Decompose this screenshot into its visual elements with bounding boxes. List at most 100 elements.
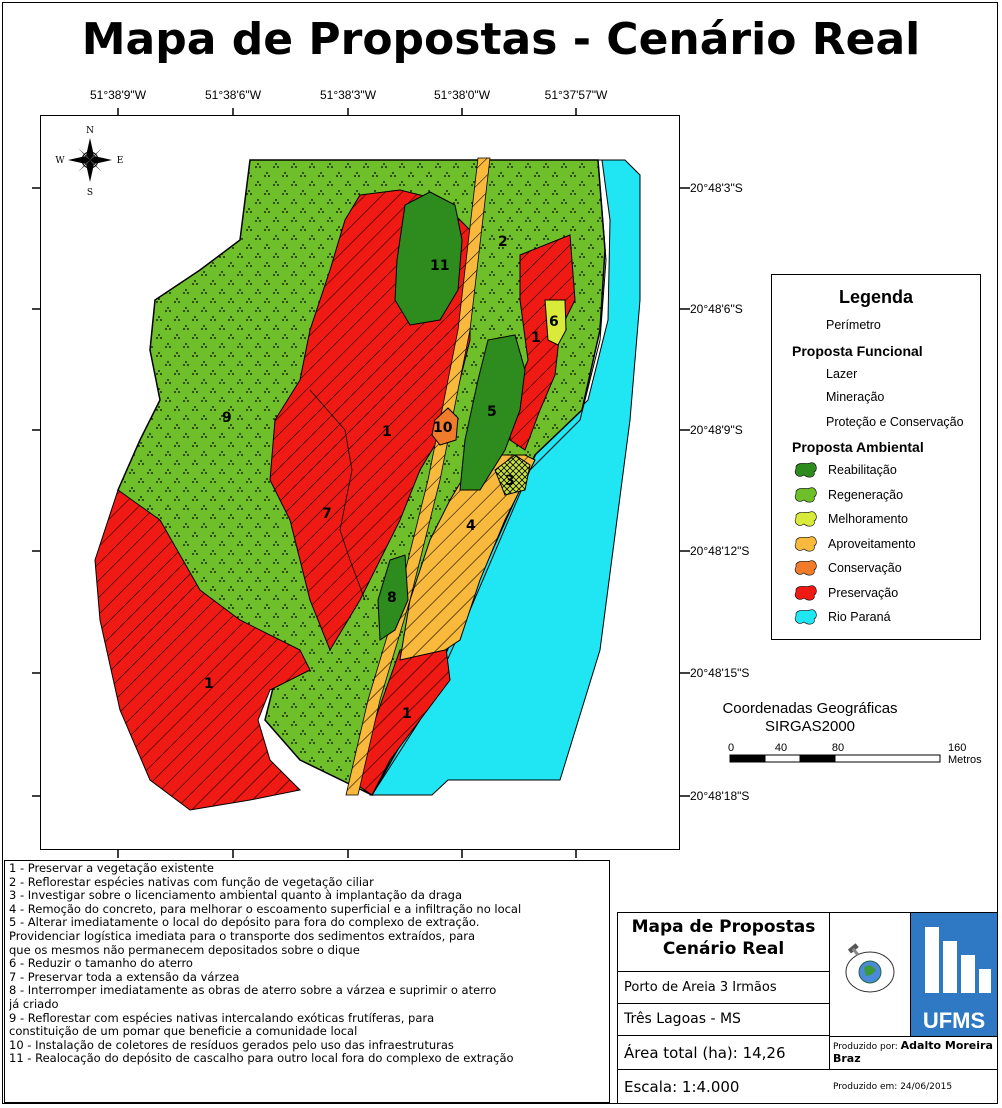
title-block-city: Três Lagoas - MS <box>624 1011 741 1027</box>
map-label: 11 <box>430 258 449 274</box>
svg-text:N: N <box>86 126 94 136</box>
ufms-logo-text: UFMS <box>922 1008 986 1033</box>
longitude-label: 51°38'9"W <box>89 88 147 102</box>
svg-text:E: E <box>117 156 124 166</box>
map-title: Mapa de Propostas - Cenário Real <box>81 14 921 65</box>
legend-environmental-label: Aproveitamento <box>828 536 916 551</box>
legend-environmental-label: Conservação <box>828 561 902 575</box>
legend-swatch <box>794 535 818 552</box>
melhoramento-area <box>544 299 567 346</box>
legend-environmental-item: Reabilitação <box>794 462 897 478</box>
map-label: 7 <box>322 506 332 522</box>
longitude-label: 51°38'3"W <box>319 88 377 102</box>
note-line: 7 - Preservar toda a extensão da várzea <box>9 970 240 984</box>
map-label: 10 <box>433 420 453 436</box>
scale-tick-label: 0 <box>727 742 735 754</box>
proposal-notes: 1 - Preservar a vegetação existente 2 - … <box>4 860 610 1103</box>
note-line: 3 - Investigar sobre o licenciamento amb… <box>9 889 463 903</box>
scale-tick-label: 80 <box>831 742 845 754</box>
map-label: 6 <box>549 314 559 330</box>
longitude-label: 51°38'0"W <box>433 88 491 102</box>
legend-lazer-label: Lazer <box>826 367 858 381</box>
note-line: constituição de um pomar que beneficie a… <box>9 1025 358 1039</box>
river-area <box>369 159 641 796</box>
note-line: 9 - Reflorestar com espécies nativas int… <box>9 1011 435 1025</box>
reabilitation-area <box>394 191 463 326</box>
ufms-building-icon <box>925 927 991 993</box>
legend-protecao-label: Proteção e Conservação <box>826 415 964 429</box>
conservacao-area <box>431 407 459 446</box>
note-line: que os mesmos não permanecem depositados… <box>9 943 360 957</box>
legend-environmental-item: Regeneração <box>794 486 904 503</box>
latitude-label: 20°48'9"S <box>690 423 743 437</box>
north-arrow-icon: N S W E <box>55 126 123 198</box>
note-line: 2 - Reflorestar espécies nativas com fun… <box>9 875 374 889</box>
legend-environmental-item: Melhoramento <box>794 511 908 527</box>
map-label: 2 <box>498 234 508 250</box>
map-label: 1 <box>204 676 214 692</box>
coordinate-system: Coordenadas Geográficas SIRGAS2000 <box>720 700 900 736</box>
note-line: 10 - Instalação de coletores de resíduos… <box>9 1038 454 1052</box>
legend-swatch <box>794 511 818 527</box>
note-line: 6 - Reduzir o tamanho do aterro <box>9 957 193 971</box>
graticule-ticks <box>32 108 690 858</box>
legend-swatch <box>794 486 818 503</box>
ufms-logo: UFMS <box>910 912 998 1037</box>
legend-environmental-label: Melhoramento <box>828 512 908 526</box>
legend-swatch <box>794 462 818 478</box>
legend: Legenda Perímetro Proposta Funcional Laz… <box>771 274 981 640</box>
note-line: já criado <box>9 997 59 1011</box>
note-line: 5 - Alterar imediatamente o local do dep… <box>9 916 480 930</box>
legend-environmental-item: Rio Paraná <box>794 609 891 625</box>
scale-tick-label: 160 Metros <box>948 742 982 766</box>
legend-title: Legenda <box>838 287 913 307</box>
note-line: 4 - Remoção do concreto, para melhorar o… <box>9 902 522 916</box>
title-block-date: Produzido em: 24/06/2015 <box>833 1082 953 1092</box>
title-block-area: Área total (ha): 14,26 <box>624 1044 786 1062</box>
map-label: 4 <box>466 518 476 534</box>
legend-environmental-title: Proposta Ambiental <box>792 439 924 455</box>
coordinate-system-line2: SIRGAS2000 <box>764 718 856 735</box>
scale-bar <box>729 754 941 763</box>
latitude-label: 20°48'6"S <box>690 302 743 316</box>
legend-environmental-item: Preservação <box>794 584 899 601</box>
map-label: 1 <box>402 706 412 722</box>
map-label: 8 <box>387 590 397 606</box>
longitude-label: 51°38'6"W <box>204 88 262 102</box>
latitude-label: 20°48'15"S <box>690 666 750 680</box>
legend-environmental-item: Aproveitamento <box>794 535 916 552</box>
title-block-author: Produzido por: Adalto Moreira Braz <box>833 1039 993 1065</box>
legend-environmental-label: Rio Paraná <box>828 610 891 624</box>
note-line: 8 - Interromper imediatamente as obras d… <box>9 984 497 998</box>
legend-environmental-label: Regeneração <box>828 487 904 502</box>
longitude-label: 51°37'57"W <box>544 88 608 102</box>
latitude-label: 20°48'12"S <box>690 544 750 558</box>
legend-environmental-item: Conservação <box>794 560 902 576</box>
map-label: 1 <box>382 424 392 440</box>
reabilitation-area <box>377 554 409 641</box>
latitude-label: 20°48'3"S <box>690 181 743 195</box>
note-line: 1 - Preservar a vegetação existente <box>9 862 214 875</box>
title-block-place: Porto de Areia 3 Irmãos <box>624 980 777 995</box>
note-line: 11 - Realocação do depósito de cascalho … <box>9 1052 514 1066</box>
map-label: 5 <box>487 404 497 420</box>
legend-swatch <box>794 609 818 625</box>
coordinate-system-line1: Coordenadas Geográficas <box>722 700 898 717</box>
legend-mineracao-label: Mineração <box>826 390 885 404</box>
legend-swatch <box>794 560 818 576</box>
title-block-map-title: Mapa de Propostas Cenário Real <box>631 917 816 959</box>
map-label: 9 <box>222 410 232 426</box>
map-label: 1 <box>531 330 541 346</box>
title-block-scale: Escala: 1:4.000 <box>624 1078 740 1096</box>
svg-text:W: W <box>55 156 65 166</box>
legend-environmental-label: Preservação <box>828 585 899 600</box>
svg-text:S: S <box>87 188 93 198</box>
lab-logo-icon <box>845 943 895 993</box>
legend-functional-title: Proposta Funcional <box>792 343 923 359</box>
legend-perimeter-label: Perímetro <box>826 318 881 332</box>
scale-tick-label: 40 <box>774 742 788 754</box>
note-line: Providenciar logística imediata para o t… <box>9 929 476 943</box>
latitude-label: 20°48'18"S <box>690 789 750 803</box>
